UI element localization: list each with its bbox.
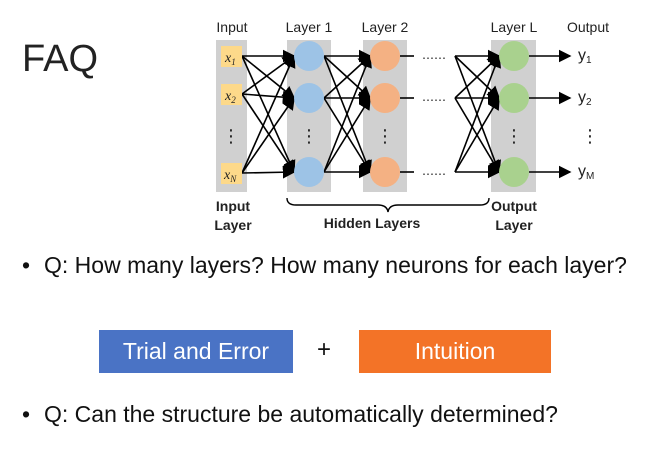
layer2-vdots: ⋮ xyxy=(376,126,394,147)
output-y2: y2 xyxy=(578,89,592,108)
input-vdots: ⋮ xyxy=(222,126,240,147)
header-layer2-label: Layer 2 xyxy=(362,19,409,35)
input-node-x2 xyxy=(221,84,242,105)
layerL-node-n xyxy=(499,157,529,187)
layer1-node-1 xyxy=(294,41,324,71)
edge-input-layer1 xyxy=(241,165,296,179)
header-output-label: Output xyxy=(567,19,609,35)
edge-layerk-layerL xyxy=(454,96,500,173)
input-node-x1 xyxy=(221,46,242,67)
edge-input-layer1 xyxy=(241,96,295,174)
input-node-x1-label: x1 xyxy=(224,51,236,67)
edge-input-layer1 xyxy=(241,54,296,174)
layer1-vdots: ⋮ xyxy=(300,126,318,147)
layerL-node-2 xyxy=(499,83,529,113)
edge-input-layer1 xyxy=(241,90,296,104)
neural-network-diagram: Input Layer 1 Layer 2 Layer L Output x1 … xyxy=(214,19,609,233)
input-node-xN-label: xN xyxy=(223,168,237,184)
layer2-node-1 xyxy=(370,41,400,71)
layer2-node-n xyxy=(370,157,400,187)
hidden-layers-brace xyxy=(286,197,490,213)
bullet-dot: • xyxy=(22,252,31,278)
edge-layerk-layerL xyxy=(454,54,502,173)
output-y1: y1 xyxy=(578,47,592,66)
input-layer-label-line1: Input xyxy=(216,198,251,214)
header-layerL-label: Layer L xyxy=(491,19,538,35)
output-layer-label-line2: Layer xyxy=(495,217,533,233)
slide-title: FAQ xyxy=(22,38,99,80)
input-node-xN xyxy=(221,163,242,184)
bullet-dot: • xyxy=(22,401,31,427)
bullet-question-structure-text: Q: Can the structure be automatically de… xyxy=(44,401,558,427)
layer2-node-2 xyxy=(370,83,400,113)
input-node-x2-label: x2 xyxy=(224,89,236,105)
output-layer-label-line1: Output xyxy=(491,198,537,214)
plus-sign: + xyxy=(317,336,332,363)
trial-and-error-box: Trial and Error xyxy=(99,330,293,373)
ellipsis-row1: …… xyxy=(422,48,446,62)
ellipsis-row3: …… xyxy=(422,164,446,178)
edge-layer1-layer2 xyxy=(323,96,371,173)
ellipsis-row2: …… xyxy=(422,90,446,104)
output-vdots: ⋮ xyxy=(581,126,599,147)
intuition-box: Intuition xyxy=(359,330,551,373)
hidden-layers-label: Hidden Layers xyxy=(324,215,421,231)
header-input-label: Input xyxy=(216,19,247,35)
layer1-node-2 xyxy=(294,83,324,113)
layer1-node-n xyxy=(294,157,324,187)
layerL-vdots: ⋮ xyxy=(505,126,523,147)
edge-input-layer1 xyxy=(241,93,295,174)
bullet-question-layers-text: Q: How many layers? How many neurons for… xyxy=(44,252,627,278)
header-layer1-label: Layer 1 xyxy=(286,19,333,35)
layerL-node-1 xyxy=(499,41,529,71)
output-yM: yM xyxy=(578,163,594,182)
input-layer-label-line2: Layer xyxy=(214,217,252,233)
edge-layer1-layer2 xyxy=(323,54,372,173)
